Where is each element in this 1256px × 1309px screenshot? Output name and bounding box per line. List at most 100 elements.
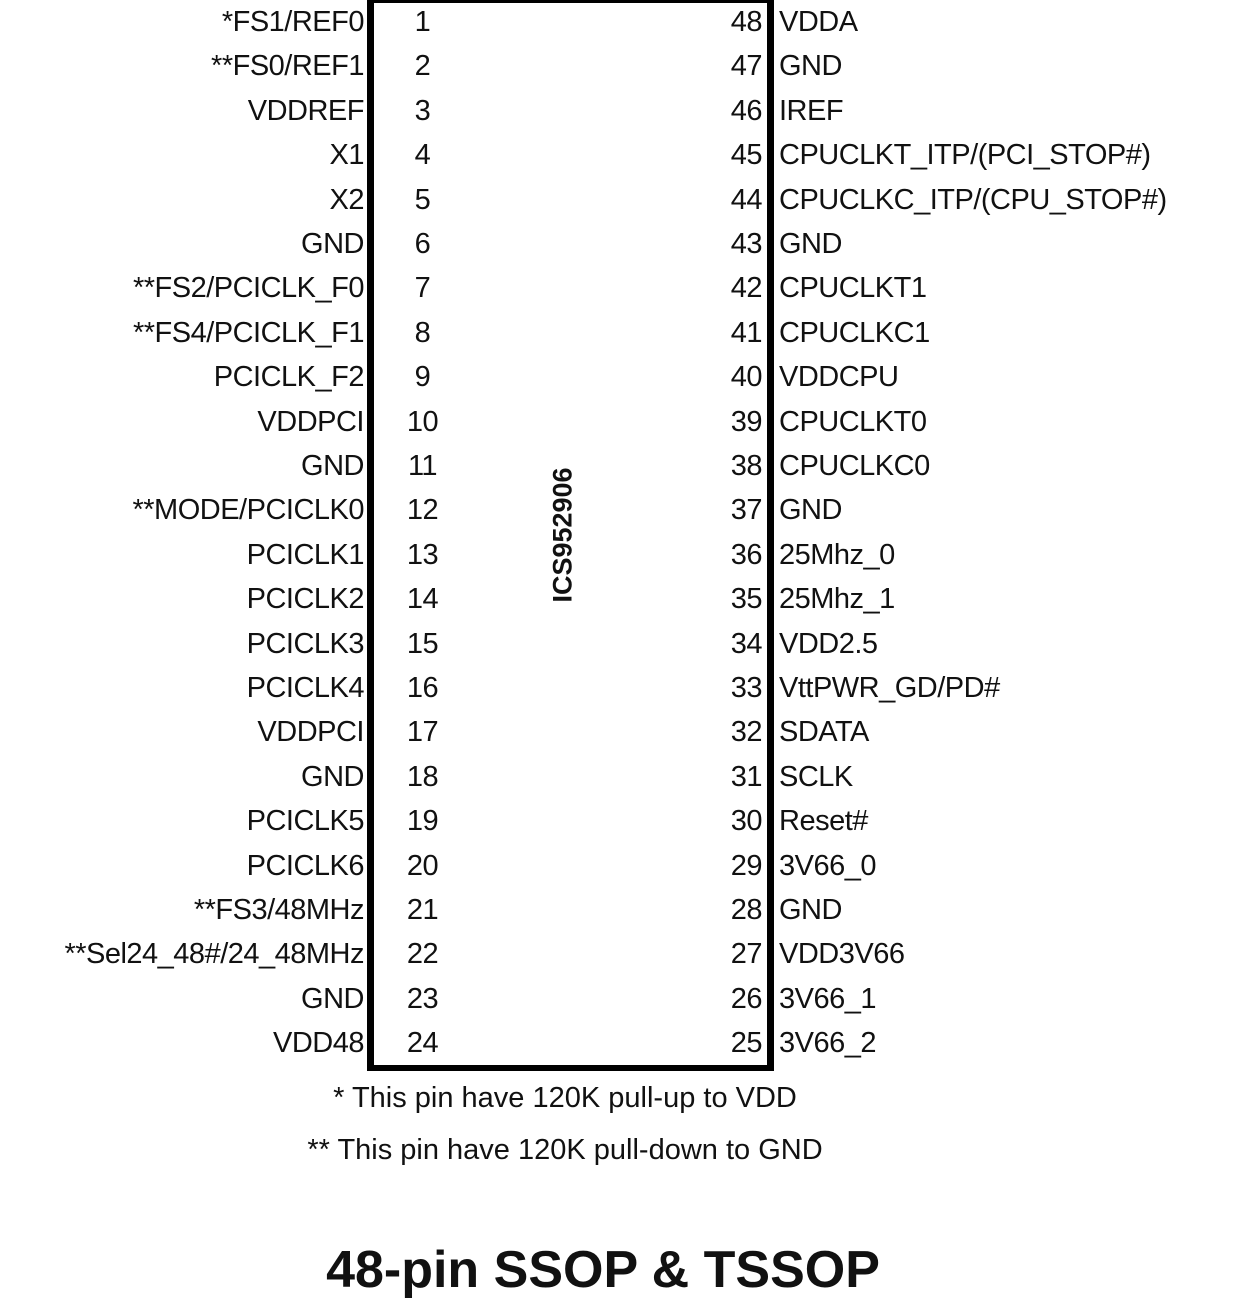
left-pin-name: X1: [329, 139, 365, 171]
right-pin-name: IREF: [779, 95, 844, 127]
left-pin-name: GND: [301, 228, 364, 260]
left-pin-number: 16: [406, 672, 439, 704]
left-pin-number: 12: [406, 494, 439, 526]
left-pin-name: **FS3/48MHz: [193, 894, 365, 926]
left-pin-number: 22: [406, 938, 439, 970]
left-pin-name: VDDREF: [247, 95, 365, 127]
right-pin-name: SDATA: [779, 716, 869, 748]
right-pin-number: 34: [730, 628, 763, 660]
right-pin-name: VDDCPU: [779, 361, 899, 393]
left-pin-name: VDD48: [273, 1027, 365, 1059]
left-pin-number: 8: [414, 317, 431, 349]
right-pin-name: GND: [779, 50, 842, 82]
left-pin-number: 9: [414, 361, 431, 393]
left-pin-number: 20: [406, 850, 439, 882]
left-pin-number: 11: [407, 450, 438, 482]
left-pin-name: VDDPCI: [257, 406, 364, 438]
right-pin-number: 47: [730, 50, 763, 82]
right-pin-number: 44: [730, 184, 763, 216]
right-pin-name: 3V66_2: [779, 1027, 877, 1059]
left-pin-name: GND: [301, 761, 364, 793]
left-pin-name: **Sel24_48#/24_48MHz: [64, 938, 364, 970]
right-pin-number: 28: [730, 894, 763, 926]
left-pin-name: PCICLK1: [246, 539, 365, 571]
left-pin-name: GND: [301, 450, 364, 482]
left-pin-name: **MODE/PCICLK0: [132, 494, 364, 526]
left-pin-number: 14: [406, 583, 439, 615]
right-pin-name: SCLK: [779, 761, 853, 793]
left-pin-number: 23: [406, 983, 439, 1015]
chip-part-number: ICS952906: [547, 467, 578, 603]
left-pin-name: GND: [301, 983, 364, 1015]
right-pin-name: VDD2.5: [779, 628, 878, 660]
right-pin-name: CPUCLKC_ITP/(CPU_STOP#): [779, 184, 1167, 216]
left-pin-name: PCICLK2: [246, 583, 365, 615]
left-pin-number: 18: [406, 761, 439, 793]
right-pin-name: Reset#: [779, 805, 868, 837]
left-pin-name: PCICLK4: [246, 672, 365, 704]
left-pin-number: 13: [406, 539, 439, 571]
left-pin-name: PCICLK5: [246, 805, 365, 837]
left-pin-name: **FS2/PCICLK_F0: [132, 272, 365, 304]
right-pin-name: 3V66_0: [779, 850, 877, 882]
left-pin-name: **FS0/REF1: [211, 50, 364, 82]
right-pin-name: GND: [779, 494, 842, 526]
right-pin-number: 26: [730, 983, 763, 1015]
right-pin-name: GND: [779, 894, 842, 926]
right-pin-number: 29: [730, 850, 763, 882]
left-pin-number: 2: [414, 50, 431, 82]
left-pin-number: 6: [414, 228, 431, 260]
left-pin-number: 24: [406, 1027, 439, 1059]
right-pin-name: GND: [779, 228, 842, 260]
left-pin-name: **FS4/PCICLK_F1: [132, 317, 365, 349]
right-pin-number: 45: [730, 139, 763, 171]
right-pin-number: 33: [730, 672, 763, 704]
right-pin-name: 25Mhz_0: [779, 539, 895, 571]
right-pin-number: 31: [730, 761, 763, 793]
right-pin-name: VDD3V66: [779, 938, 905, 970]
left-pin-number: 15: [406, 628, 439, 660]
left-pin-number: 7: [414, 272, 431, 304]
right-pin-number: 36: [730, 539, 763, 571]
right-pin-number: 46: [730, 95, 763, 127]
right-pin-number: 42: [730, 272, 763, 304]
right-pin-number: 25: [730, 1027, 763, 1059]
right-pin-number: 30: [730, 805, 763, 837]
left-pin-name: PCICLK_F2: [213, 361, 365, 393]
left-pin-name: PCICLK6: [246, 850, 365, 882]
right-pin-number: 35: [730, 583, 763, 615]
chip-body: [367, 0, 774, 1071]
right-pin-number: 38: [730, 450, 763, 482]
left-pin-number: 1: [414, 6, 431, 38]
footnote-pull-down: ** This pin have 120K pull-down to GND: [307, 1134, 823, 1166]
right-pin-number: 43: [730, 228, 763, 260]
right-pin-name: CPUCLKT1: [779, 272, 927, 304]
right-pin-number: 41: [730, 317, 763, 349]
right-pin-name: 3V66_1: [779, 983, 877, 1015]
right-pin-name: CPUCLKC1: [779, 317, 930, 349]
right-pin-number: 48: [730, 6, 763, 38]
left-pin-name: *FS1/REF0: [221, 6, 365, 38]
right-pin-number: 39: [730, 406, 763, 438]
left-pin-number: 19: [406, 805, 439, 837]
footnote-pull-up: * This pin have 120K pull-up to VDD: [333, 1082, 797, 1114]
left-pin-number: 17: [406, 716, 439, 748]
right-pin-number: 40: [730, 361, 763, 393]
left-pin-name: PCICLK3: [246, 628, 365, 660]
package-title: 48-pin SSOP & TSSOP: [326, 1241, 880, 1299]
right-pin-number: 27: [730, 938, 763, 970]
right-pin-name: CPUCLKT0: [779, 406, 927, 438]
right-pin-name: VttPWR_GD/PD#: [779, 672, 1000, 704]
right-pin-number: 37: [730, 494, 763, 526]
right-pin-name: CPUCLKC0: [779, 450, 930, 482]
left-pin-number: 4: [414, 139, 431, 171]
left-pin-name: X2: [329, 184, 365, 216]
left-pin-number: 3: [414, 95, 431, 127]
left-pin-number: 21: [406, 894, 439, 926]
left-pin-name: VDDPCI: [257, 716, 364, 748]
right-pin-name: 25Mhz_1: [779, 583, 895, 615]
right-pin-name: CPUCLKT_ITP/(PCI_STOP#): [779, 139, 1151, 171]
right-pin-number: 32: [730, 716, 763, 748]
left-pin-number: 5: [414, 184, 431, 216]
left-pin-number: 10: [406, 406, 439, 438]
